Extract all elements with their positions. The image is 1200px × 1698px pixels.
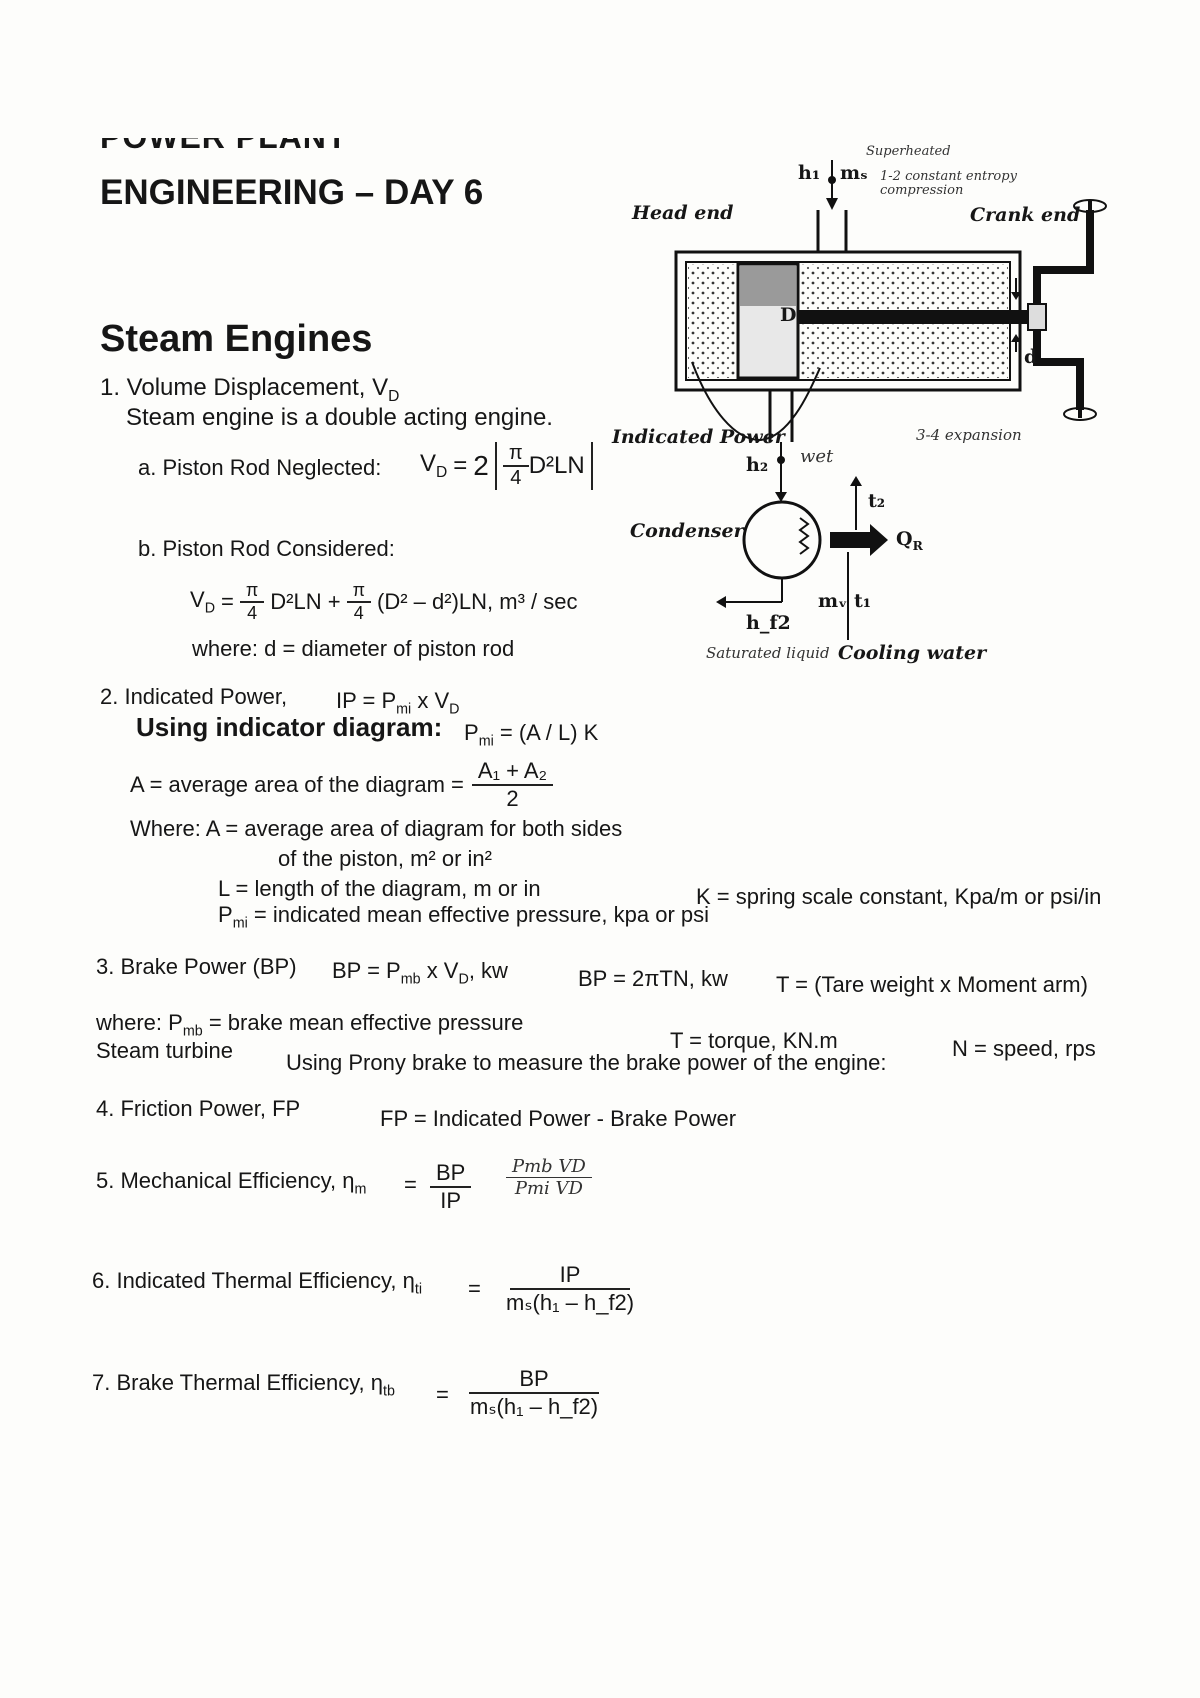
item-3-where-t: T = torque, KN.m <box>670 1028 838 1053</box>
steam-engine-diagram-svg <box>674 160 1107 640</box>
piston-shade <box>740 266 796 306</box>
item-2-formula: IP = Pmi x VD <box>336 688 460 718</box>
item-5-title: 5. Mechanical Efficiency, ηm <box>96 1168 367 1198</box>
item-6-eq: = <box>468 1276 481 1301</box>
item-2-where-a: Where: A = average area of diagram for b… <box>130 816 623 841</box>
item-2-pmi: Pmi = (A / L) K <box>464 720 599 750</box>
item-2-where-k: K = spring scale constant, Kpa/m or psi/… <box>696 884 1102 909</box>
item-3-prony: Using Prony brake to measure the brake p… <box>286 1050 887 1075</box>
label-condenser: Condenser <box>630 520 744 542</box>
item-1b-label: b. Piston Rod Considered: <box>138 536 395 561</box>
d-arrowhead-top <box>1011 292 1021 300</box>
item-3-formula-1: BP = Pmb x VD, kw <box>332 958 508 988</box>
item-1a-label: a. Piston Rod Neglected: <box>138 455 382 480</box>
item-6-title: 6. Indicated Thermal Efficiency, ηti <box>92 1268 422 1298</box>
condensate-arrowhead <box>716 596 726 608</box>
exhaust-dot <box>777 456 785 464</box>
handwritten-expansion: 3-4 expansion <box>916 426 1022 444</box>
item-3-formula-2: BP = 2πTN, kw <box>578 966 728 991</box>
flywheel-bottom-disk <box>1063 407 1097 421</box>
label-heat-rejected: QR <box>896 528 923 553</box>
item-2-a-def: A = average area of the diagram = A₁ + A… <box>130 758 554 812</box>
item-1-title: 1. Volume Displacement, VD <box>100 374 400 405</box>
section-title: Steam Engines <box>100 318 373 360</box>
label-h1: h₁ <box>798 162 821 184</box>
label-mw: mᵥ <box>818 590 848 612</box>
label-cooling-water: Cooling water <box>838 642 987 664</box>
page-header-line1: POWER PLANT <box>100 138 347 164</box>
head-end-steam <box>688 264 738 378</box>
item-3-steam-turbine: Steam turbine <box>96 1038 233 1063</box>
item-1b-where: where: d = diameter of piston rod <box>192 636 515 661</box>
flywheel-top-disk <box>1073 199 1107 213</box>
item-4-formula: FP = Indicated Power - Brake Power <box>380 1106 737 1131</box>
handwritten-superheated: Superheated <box>866 144 951 159</box>
item-2-where-a2: of the piston, m² or in² <box>278 846 492 871</box>
item-1-desc: Steam engine is a double acting engine. <box>126 404 553 431</box>
crank-arm-upper <box>1033 210 1094 304</box>
item-3-where-n: N = speed, rps <box>952 1036 1096 1061</box>
cooling-water-out-arrowhead <box>850 476 862 486</box>
crosshead <box>1027 303 1047 331</box>
label-crank-end: Crank end <box>970 204 1081 226</box>
label-head-end: Head end <box>632 202 734 224</box>
handwritten-compression: 1-2 constant entropy compression <box>880 169 1017 198</box>
label-d: d <box>1024 346 1038 368</box>
item-3-title: 3. Brake Power (BP) <box>96 954 297 979</box>
item-2-title: 2. Indicated Power, <box>100 684 288 709</box>
item-3-where-pmb: where: Pmb = brake mean effective pressu… <box>96 1010 524 1040</box>
indicator-curve <box>691 361 821 442</box>
steam-engine-diagram: Head end Crank end D d h₁ mₛ Superheated… <box>612 140 1180 740</box>
d-arrowhead-bottom <box>1011 334 1021 342</box>
inlet-dot <box>828 176 836 184</box>
heat-rejected-arrow <box>830 524 888 556</box>
item-3-formula-3: T = (Tare weight x Moment arm) <box>776 972 1088 997</box>
piston-rod <box>798 310 1028 324</box>
label-t1: t₁ <box>854 590 872 612</box>
inlet-arrowhead <box>826 198 838 210</box>
label-ms: mₛ <box>840 162 868 184</box>
item-2-where-pmi: Pmi = indicated mean effective pressure,… <box>218 902 710 932</box>
label-h2: h₂ <box>746 454 769 476</box>
crank-arm-lower <box>1033 330 1084 410</box>
page-title: ENGINEERING – DAY 6 <box>100 173 484 212</box>
condenser-coil <box>798 517 810 555</box>
condenser <box>742 500 822 580</box>
label-t2: t₂ <box>868 490 886 512</box>
handwritten-wet: wet <box>800 446 834 467</box>
label-indicated-power: Indicated Power <box>612 426 785 448</box>
item-7-title: 7. Brake Thermal Efficiency, ηtb <box>92 1370 395 1400</box>
label-hf2: h_f2 <box>746 612 791 634</box>
item-5-eq: = <box>404 1172 417 1197</box>
item-7-eq: = <box>436 1382 449 1407</box>
item-4-title: 4. Friction Power, FP <box>96 1096 301 1121</box>
item-2-using: Using indicator diagram: <box>136 712 443 742</box>
handwritten-saturated-liquid: Saturated liquid <box>706 644 830 662</box>
item-2-where-l: L = length of the diagram, m or in <box>218 876 541 901</box>
label-piston: D <box>780 304 797 326</box>
exhaust-arrowhead <box>775 492 787 502</box>
